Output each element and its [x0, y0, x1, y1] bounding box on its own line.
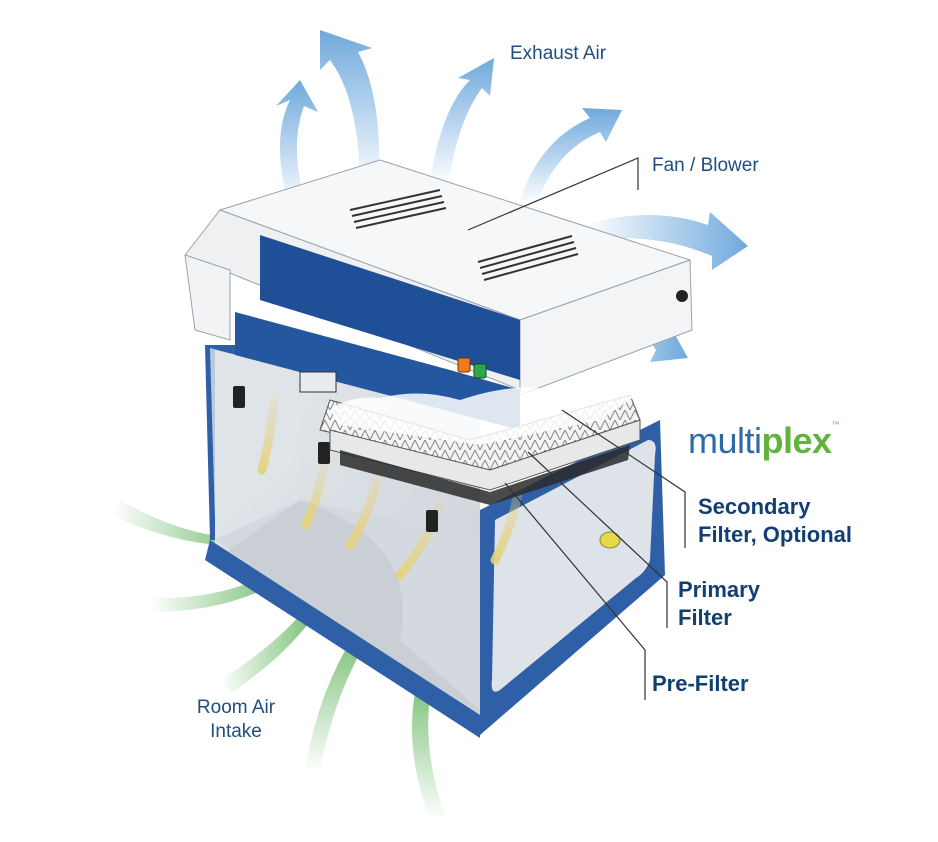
exhaust-arrow-4: [520, 108, 622, 205]
control-display: [300, 372, 336, 392]
room-air-intake-label: Room Air Intake: [186, 696, 286, 744]
logo-trademark: ™: [832, 420, 840, 429]
exhaust-arrow-3: [430, 58, 494, 185]
logo-part-plex: plex: [762, 420, 832, 461]
switch-green: [474, 364, 486, 378]
room-air-intake-line1: Room Air: [186, 696, 286, 720]
secondary-filter-label-line2: Filter, Optional: [698, 521, 852, 549]
side-fitting: [676, 290, 688, 302]
clamp-left: [233, 386, 245, 408]
clamp-front: [426, 510, 438, 532]
housing-front-left: [185, 255, 230, 340]
secondary-filter-label-line1: Secondary: [698, 493, 852, 521]
switch-orange: [458, 358, 470, 372]
clamp-mid: [318, 442, 330, 464]
primary-filter-label-line1: Primary: [678, 576, 760, 604]
primary-filter-label-line2: Filter: [678, 604, 760, 632]
fan-blower-label: Fan / Blower: [652, 154, 759, 178]
pre-filter-label: Pre-Filter: [652, 670, 749, 698]
exhaust-air-label: Exhaust Air: [510, 42, 606, 66]
primary-filter-label: Primary Filter: [678, 576, 760, 631]
multiplex-logo: multiplex™: [688, 420, 839, 462]
room-air-intake-line2: Intake: [186, 720, 286, 744]
sensor-knob: [600, 532, 620, 548]
secondary-filter-label: Secondary Filter, Optional: [698, 493, 852, 548]
logo-part-multi: multi: [688, 420, 762, 461]
